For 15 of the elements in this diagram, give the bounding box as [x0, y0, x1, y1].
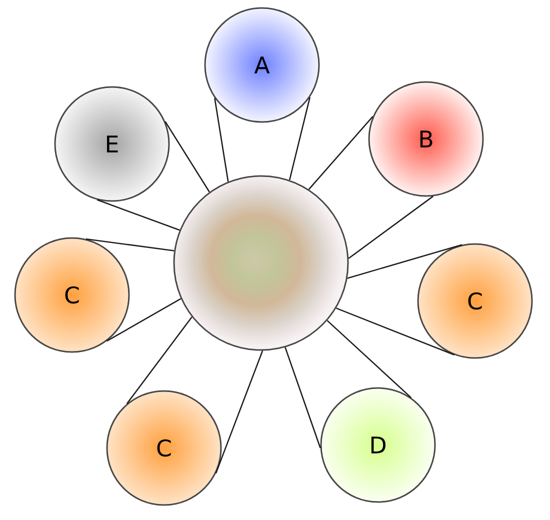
connector-line [86, 238, 174, 252]
connector-line [214, 98, 229, 182]
connector-line [106, 298, 182, 342]
connector-line [164, 121, 210, 192]
connector-line [288, 97, 311, 180]
connector-line [126, 316, 192, 404]
connector-line [336, 308, 455, 356]
hub-circle [173, 175, 349, 351]
connector-line [96, 199, 180, 231]
connector-line [348, 196, 434, 259]
connector-line [215, 350, 264, 474]
connector-line [284, 347, 321, 448]
connector-line [347, 244, 462, 279]
connector-line [308, 116, 374, 190]
connector-line [326, 320, 412, 398]
